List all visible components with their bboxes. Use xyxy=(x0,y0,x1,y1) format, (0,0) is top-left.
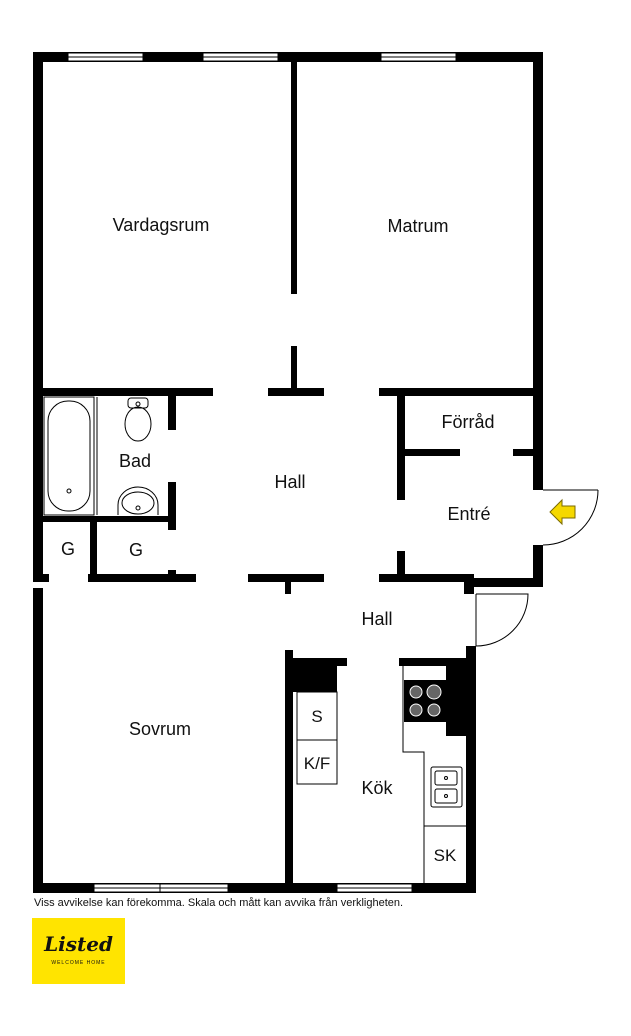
room-label-g-right: G xyxy=(129,540,143,560)
room-label-hall-lower: Hall xyxy=(361,609,392,629)
fridge-freezer-label: K/F xyxy=(304,754,330,773)
logo-wordmark: Listed xyxy=(44,932,113,956)
room-label-matrum: Matrum xyxy=(387,216,448,236)
floor-plan: Vardagsrum Matrum Bad Hall Förråd Entré … xyxy=(33,52,599,893)
windows xyxy=(67,52,457,893)
stove-label: S xyxy=(311,707,322,726)
kitchen-sink-icon xyxy=(430,766,463,808)
disclaimer-text: Viss avvikelse kan förekomma. Skala och … xyxy=(34,897,404,909)
room-label-vardagsrum: Vardagsrum xyxy=(113,215,210,235)
room-label-sovrum: Sovrum xyxy=(129,719,191,739)
room-label-bad: Bad xyxy=(119,451,151,471)
toilet-icon xyxy=(124,397,152,442)
logo-tagline: WELCOME HOME xyxy=(51,960,106,966)
room-label-forrad: Förråd xyxy=(441,412,494,432)
cabinet-label: SK xyxy=(434,846,457,865)
kitchen-door xyxy=(475,593,529,647)
cooktop-icon xyxy=(404,680,446,722)
room-label-entre: Entré xyxy=(447,504,490,524)
room-label-hall-upper: Hall xyxy=(274,472,305,492)
room-label-g-left: G xyxy=(61,539,75,559)
room-label-kok: Kök xyxy=(361,778,393,798)
bathtub-icon xyxy=(43,396,95,516)
listed-logo: Listed WELCOME HOME xyxy=(32,918,125,984)
sink-icon xyxy=(117,486,159,515)
fridge-box xyxy=(296,739,338,785)
entry-arrow-icon xyxy=(549,498,576,526)
entry-door xyxy=(542,489,599,546)
